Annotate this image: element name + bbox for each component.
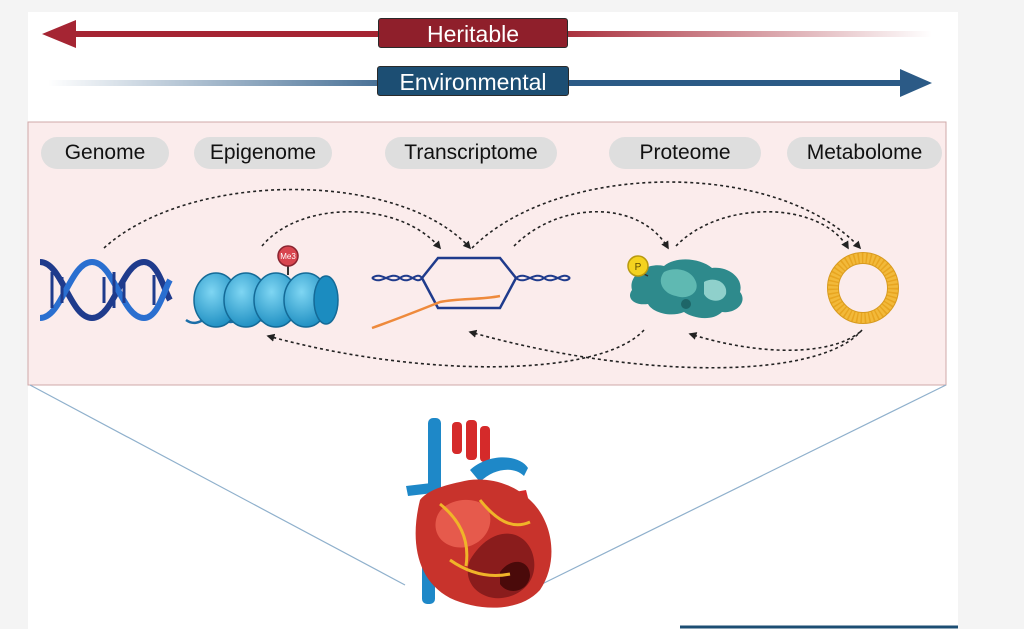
metabolome-label: Metabolome (787, 137, 942, 169)
transcriptome-label: Transcriptome (385, 137, 557, 169)
methyl-marker-label: Me3 (280, 252, 296, 261)
phospho-marker-label: P (635, 262, 642, 273)
protein-icon (629, 259, 743, 319)
methyl-marker: Me3 (277, 245, 299, 267)
zoom-lines (29, 384, 947, 586)
epigenome-label: Epigenome (194, 137, 332, 169)
phospho-marker: P (627, 255, 649, 277)
genome-label: Genome (41, 137, 169, 169)
nucleosome-icon (185, 265, 339, 328)
forward-arcs (103, 181, 862, 250)
dna-icon (39, 258, 173, 322)
proteome-label: Proteome (609, 137, 761, 169)
metabolite-ring-icon (827, 252, 899, 324)
environmental-label: Environmental (377, 66, 569, 96)
heritable-label: Heritable (378, 18, 568, 48)
heart-icon (406, 418, 552, 608)
backward-arcs (266, 329, 863, 369)
transcription-bubble-icon (371, 256, 571, 330)
